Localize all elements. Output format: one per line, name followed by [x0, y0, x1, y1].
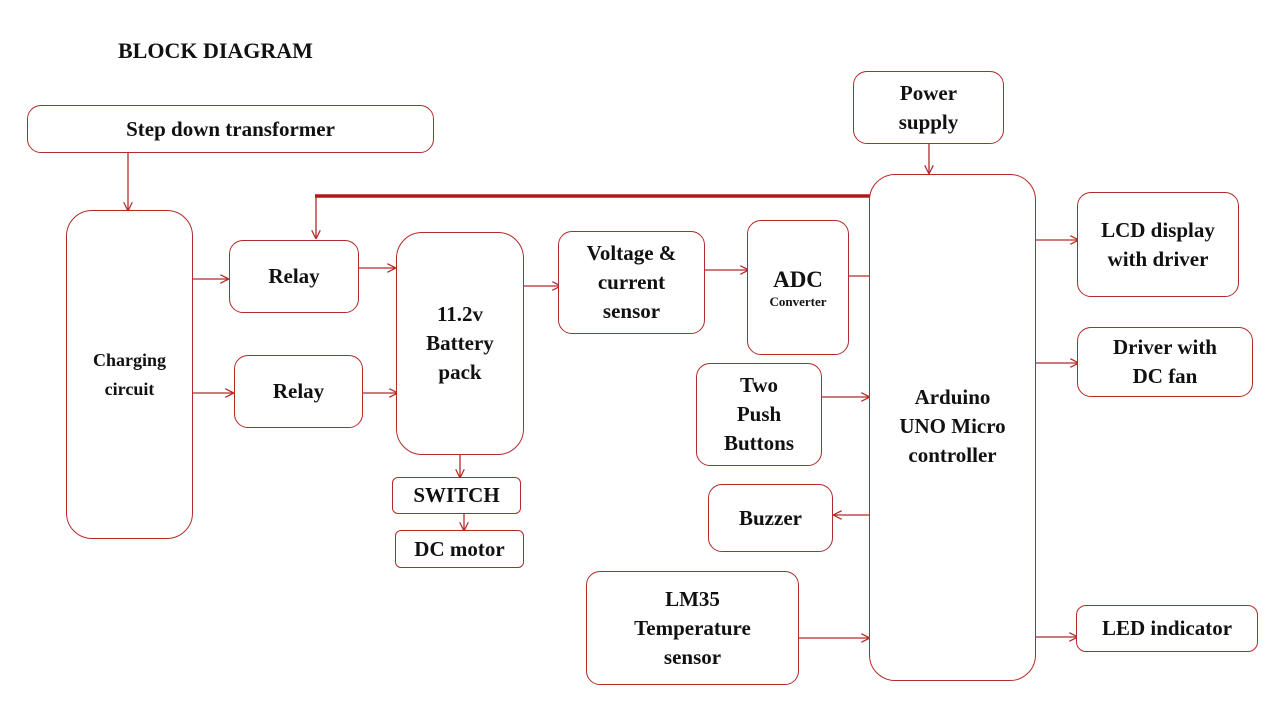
- block-label: Buttons: [723, 431, 795, 455]
- block-label: current: [597, 270, 666, 294]
- block-label: Battery: [426, 331, 494, 355]
- block-label: ADC: [773, 267, 823, 292]
- block-label: sensor: [602, 299, 661, 323]
- battery-pack-block: 11.2v Battery pack: [396, 232, 524, 455]
- lm35-temperature-sensor-block: LM35 Temperature sensor: [586, 571, 799, 685]
- block-label: DC fan: [1132, 364, 1198, 388]
- block-label: Driver with: [1112, 335, 1217, 359]
- power-supply-block: Power supply: [853, 71, 1004, 144]
- block-label: pack: [438, 360, 482, 384]
- block-label: LED indicator: [1101, 616, 1233, 640]
- block-label: sensor: [663, 644, 722, 669]
- step-down-transformer-block: Step down transformer: [27, 105, 434, 153]
- block-label: LM35: [665, 586, 720, 611]
- block-label: controller: [908, 443, 997, 467]
- dc-motor-block: DC motor: [395, 530, 524, 568]
- block-label: Temperature: [634, 615, 751, 640]
- arduino-uno-block: Arduino UNO Micro controller: [869, 174, 1036, 681]
- block-label: with driver: [1107, 246, 1209, 271]
- block-label: Step down transformer: [126, 116, 335, 141]
- block-label: DC motor: [414, 536, 505, 561]
- block-label: Buzzer: [739, 505, 802, 530]
- buzzer-block: Buzzer: [708, 484, 833, 552]
- block-sublabel: Converter: [769, 294, 827, 309]
- block-label: SWITCH: [413, 483, 500, 507]
- block-label: Two: [739, 373, 779, 397]
- block-label: Relay: [268, 264, 320, 288]
- diagram-title: BLOCK DIAGRAM: [118, 38, 313, 63]
- driver-dc-fan-block: Driver with DC fan: [1077, 327, 1253, 397]
- block-label: LCD display: [1101, 217, 1215, 242]
- charging-circuit-block: Charging circuit: [66, 210, 193, 539]
- switch-block: SWITCH: [392, 477, 521, 514]
- voltage-current-sensor-block: Voltage & current sensor: [558, 231, 705, 334]
- relay-block-1: Relay: [229, 240, 359, 313]
- led-indicator-block: LED indicator: [1076, 605, 1258, 652]
- block-label: Charging: [92, 349, 166, 370]
- block-label: Arduino: [914, 385, 991, 409]
- block-label: Voltage &: [586, 241, 677, 265]
- block-label: Power: [899, 80, 958, 105]
- adc-converter-block: ADC Converter: [747, 220, 849, 355]
- block-label: circuit: [104, 378, 155, 399]
- block-label: Push: [736, 402, 782, 426]
- relay-block-2: Relay: [234, 355, 363, 428]
- block-label: Relay: [272, 379, 325, 403]
- block-label: UNO Micro: [899, 414, 1006, 438]
- block-label: supply: [898, 109, 959, 134]
- lcd-display-block: LCD display with driver: [1077, 192, 1239, 297]
- push-buttons-block: Two Push Buttons: [696, 363, 822, 466]
- block-label: 11.2v: [436, 302, 484, 326]
